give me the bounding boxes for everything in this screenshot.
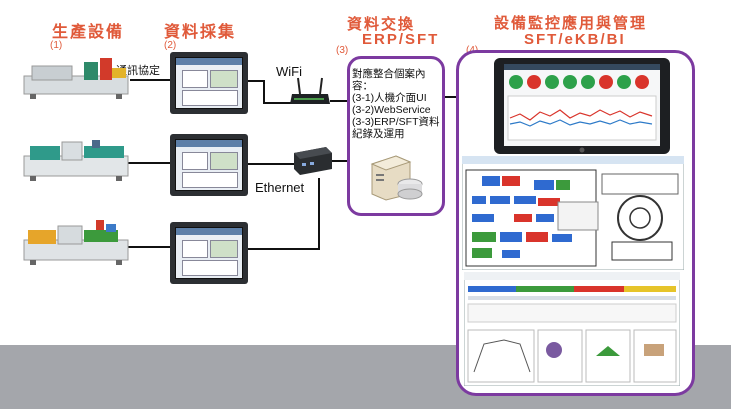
- erp-heading: 對應整合個案內容：: [352, 68, 442, 92]
- protocol-label: 通訊協定: [116, 65, 160, 77]
- erp-item-ui: (3-1)人機介面UI: [352, 92, 427, 104]
- erp-heading-text: 對應整合個案內容：: [352, 68, 426, 92]
- erp-sft-panel: [347, 56, 445, 216]
- wifi-router-icon: [290, 77, 330, 104]
- factory-layout-screen-icon: [462, 156, 684, 270]
- hmi-panel: [170, 222, 248, 284]
- link-hmi1-c: [263, 102, 293, 104]
- link-hmi2-switch: [248, 163, 294, 165]
- title-collection: 資料採集: [164, 24, 237, 41]
- wifi-label: WiFi: [276, 64, 302, 79]
- title-exchange-sub: ERP/SFT: [362, 31, 440, 48]
- erp-item-webservice: (3-2)WebService: [352, 104, 431, 116]
- hmi-panel: [170, 134, 248, 196]
- hmi-panel: [170, 52, 248, 114]
- number-collection: (2): [164, 40, 177, 51]
- number-exchange: (3): [336, 45, 349, 56]
- link-machine3-hmi3: [120, 246, 170, 248]
- erp-item-record: (3-3)ERP/SFT資料紀錄及運用: [352, 116, 440, 140]
- link-router-erp: [330, 100, 348, 102]
- link-hmi3-b: [318, 178, 320, 250]
- link-erp-monitoring: [440, 96, 456, 98]
- link-hmi3-a: [248, 248, 320, 250]
- link-machine1-hmi1: [130, 79, 170, 81]
- tablet-dashboard-icon: [494, 58, 670, 154]
- title-production: 生產設備: [52, 24, 125, 41]
- link-switch-erp: [330, 160, 348, 162]
- injection-machine-icon: [23, 140, 129, 181]
- injection-machine-icon: [23, 58, 129, 99]
- ethernet-label: Ethernet: [255, 180, 305, 195]
- title-monitoring: 設備監控應用與管理: [494, 15, 648, 32]
- link-hmi1-b: [263, 80, 265, 104]
- report-screen-icon: [464, 272, 680, 386]
- ethernet-switch-icon: [294, 147, 332, 175]
- title-monitoring-sub: SFT/eKB/BI: [524, 31, 626, 48]
- erp-description: 對應整合個案內容： (3-1)人機介面UI (3-2)WebService (3…: [352, 68, 442, 140]
- link-machine2-hmi2: [125, 162, 170, 164]
- title-exchange: 資料交換: [347, 16, 416, 33]
- server-icon: [370, 155, 423, 201]
- link-hmi1-a: [248, 80, 264, 82]
- number-production: (1): [50, 40, 63, 51]
- injection-machine-icon: [23, 220, 129, 265]
